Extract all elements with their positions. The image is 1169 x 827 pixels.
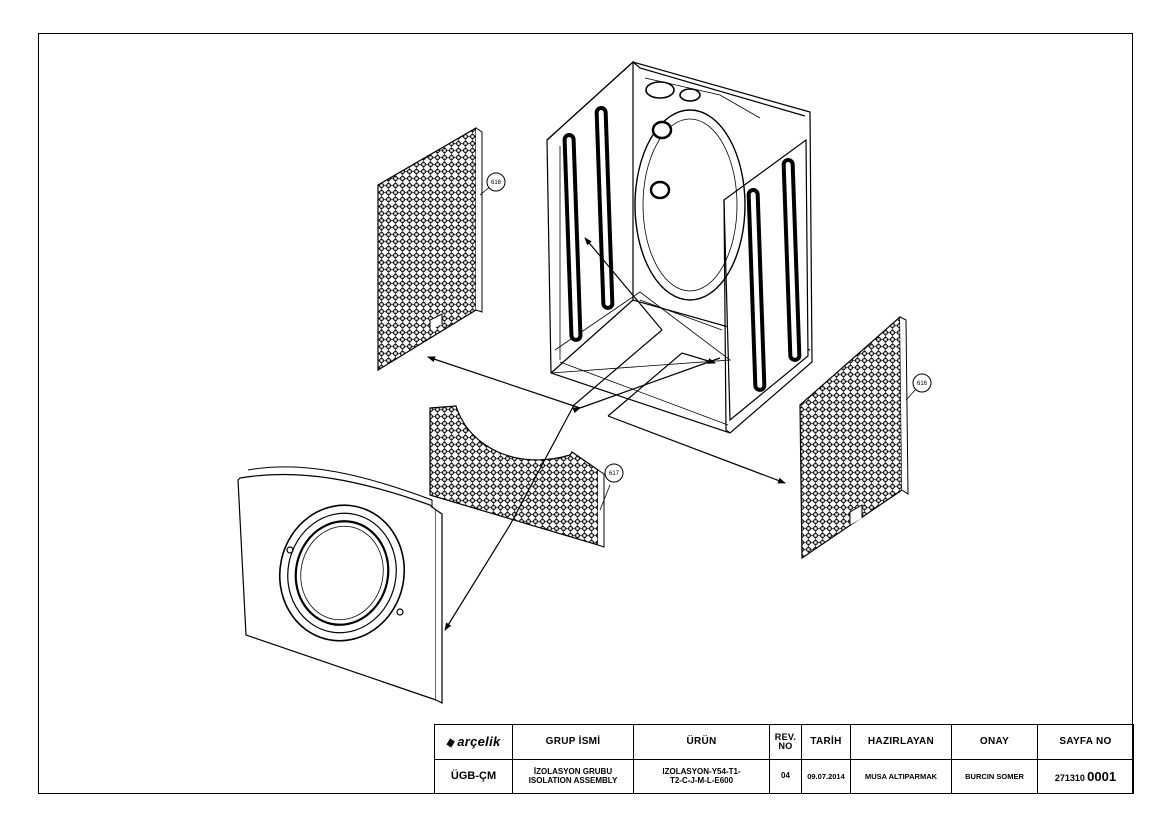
header-approval: ONAY [951, 724, 1038, 760]
group-name-line-1: İZOLASYON GRUBU [533, 767, 613, 777]
header-rev-no: REV. NO [769, 724, 802, 760]
logo-text: arçelik [457, 733, 501, 749]
cabinet-door-opening [634, 77, 761, 301]
callout-617: 617 [604, 463, 624, 483]
cabinet-body [546, 60, 813, 434]
approval-value: BURCIN SOMER [951, 759, 1038, 794]
department-code: ÜGB-ÇM [434, 759, 513, 794]
header-prepared-by: HAZIRLAYAN [850, 724, 952, 760]
callout-label: 616 [917, 381, 928, 387]
header-product: ÜRÜN [633, 724, 770, 760]
brand-logo: ◆arçelik [434, 724, 513, 760]
callout-616-top: 616 [486, 172, 506, 192]
product-line-1: IZOLASYON-Y54-T1- [662, 767, 741, 777]
group-name-line-2: ISOLATION ASSEMBLY [528, 775, 618, 785]
page-no-number: 0001 [1087, 768, 1117, 784]
callout-616-right: 616 [912, 373, 932, 393]
foam-panel-right [799, 315, 918, 560]
page-no-prefix: 271310 [1054, 772, 1085, 783]
date-value: 09.07.2014 [801, 759, 851, 794]
drawing-frame [38, 33, 1133, 794]
callout-label: 617 [609, 471, 620, 477]
product-value: IZOLASYON-Y54-T1- T2-C-J-M-L-E600 [633, 759, 770, 794]
header-date: TARİH [801, 724, 851, 760]
front-panel [237, 466, 443, 704]
group-name-value: İZOLASYON GRUBU ISOLATION ASSEMBLY [512, 759, 634, 794]
rev-no-value: 04 [769, 759, 802, 794]
callout-label: 616 [491, 180, 502, 186]
foam-panel-top-left [377, 126, 493, 372]
prepared-by-value: MUSA ALTIPARMAK [850, 759, 952, 794]
product-line-2: T2-C-J-M-L-E600 [669, 775, 734, 785]
page-no-value: 271310 0001 [1037, 759, 1134, 794]
header-group-name: GRUP İSMİ [512, 724, 634, 760]
foam-panel-front [429, 405, 611, 548]
title-block: ◆arçelik GRUP İSMİ ÜRÜN REV. NO TARİH HA… [434, 724, 1134, 794]
header-page-no: SAYFA NO [1037, 724, 1134, 760]
cabinet-slots [562, 106, 802, 392]
assembly-arrows [427, 237, 786, 631]
